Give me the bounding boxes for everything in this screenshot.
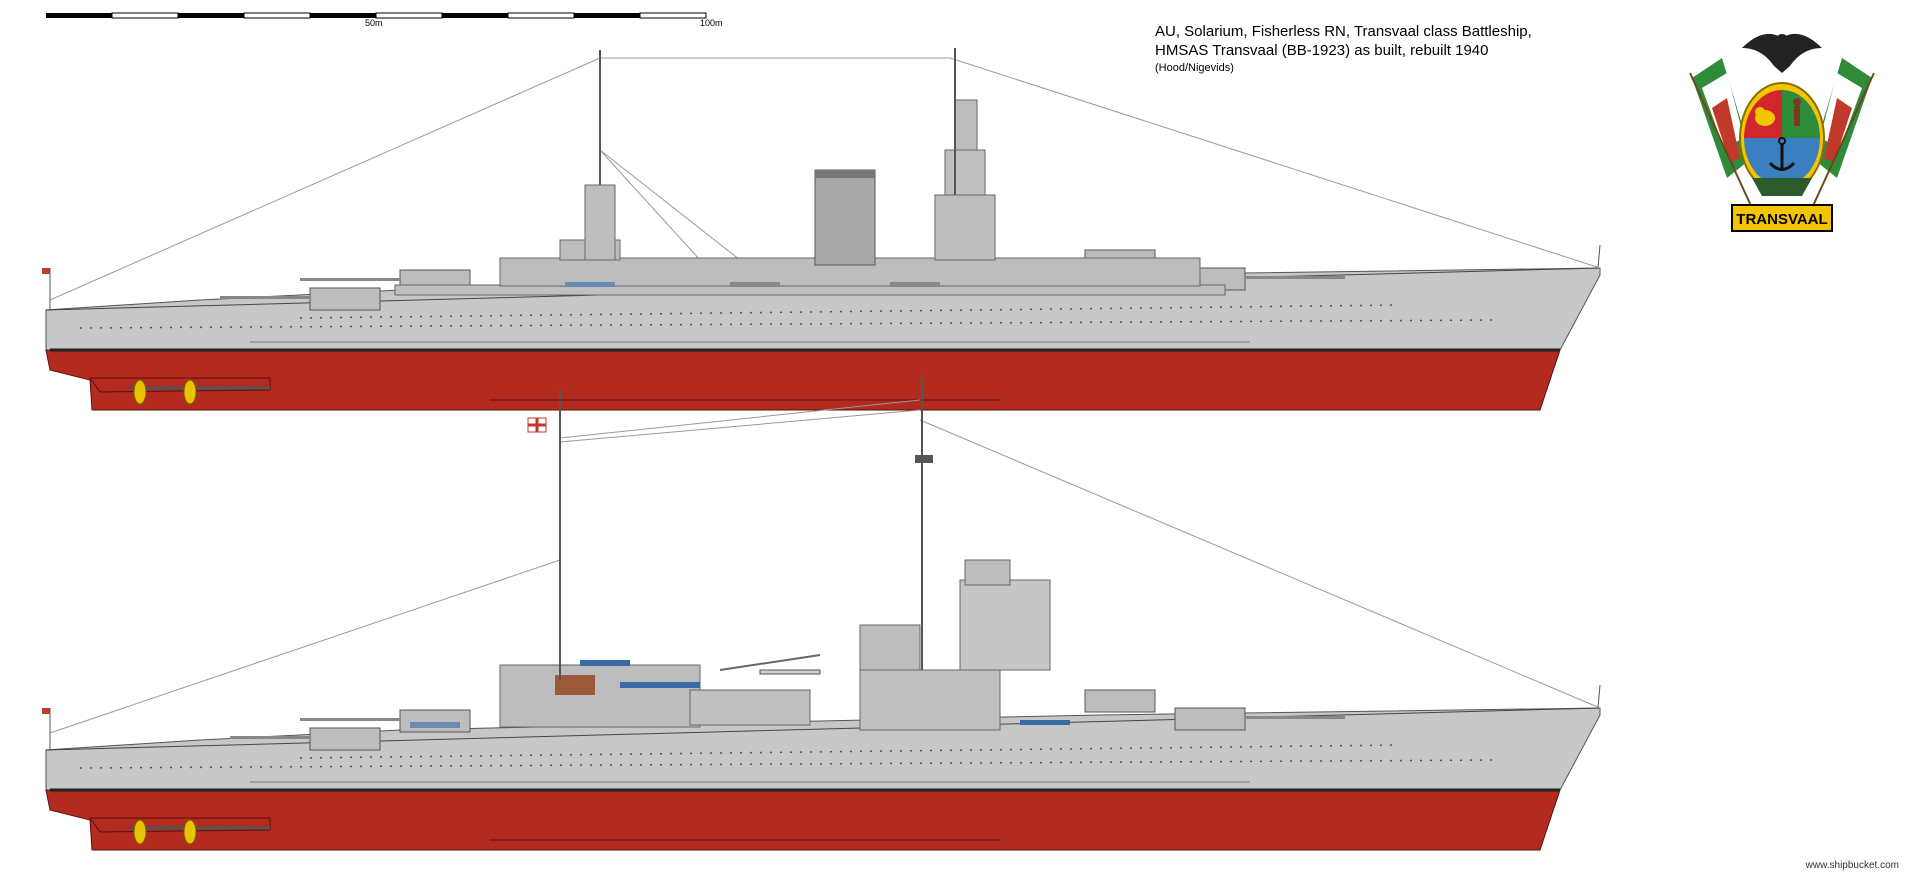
title-block: AU, Solarium, Fisherless RN, Transvaal c… bbox=[1155, 22, 1532, 76]
ship-as-built bbox=[40, 48, 1602, 412]
coat-of-arms-icon: TRANSVAAL bbox=[1689, 33, 1875, 232]
scale-bar bbox=[46, 12, 707, 19]
scale-label-50m: 50m bbox=[365, 18, 383, 28]
ship-rebuilt-1940 bbox=[40, 375, 1602, 852]
credit-line: (Hood/Nigevids) bbox=[1155, 62, 1234, 74]
scale-label-100m: 100m bbox=[700, 18, 723, 28]
title-line-1: AU, Solarium, Fisherless RN, Transvaal c… bbox=[1155, 23, 1532, 40]
watermark: www.shipbucket.com bbox=[1805, 860, 1899, 871]
title-line-2: HMSAS Transvaal (BB-1923) as built, rebu… bbox=[1155, 42, 1489, 59]
emblem-banner-text: TRANSVAAL bbox=[1736, 211, 1827, 228]
